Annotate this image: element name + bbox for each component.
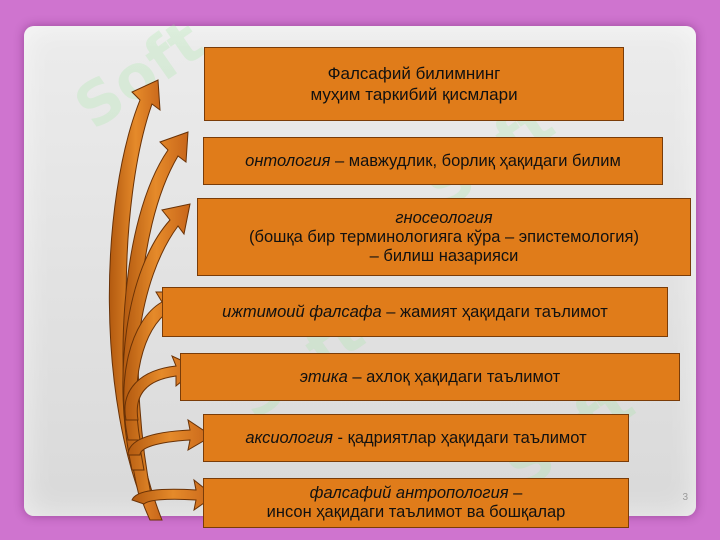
title-box: Фалсафий билимнинг муҳим таркибий қисмла… <box>204 47 624 121</box>
item-term: гносеология <box>395 208 493 227</box>
item-social-philosophy: ижтимоий фалсафа – жамият ҳақидаги таъли… <box>162 287 668 337</box>
item-description: – жамият ҳақидаги таълимот <box>381 302 608 321</box>
item-term-suffix: – <box>508 484 523 502</box>
item-description-line-2: (бошқа бир терминологияга кўра – эпистем… <box>249 227 639 246</box>
item-axiology: аксиология - қадриятлар ҳақидаги таълимо… <box>203 414 629 462</box>
title-line-1: Фалсафий билимнинг <box>327 64 501 83</box>
item-term: ижтимоий фалсафа <box>222 302 382 321</box>
item-description-line-2: инсон ҳақидаги таълимот ва бошқалар <box>266 503 566 521</box>
item-term: этика <box>299 367 348 386</box>
item-term: фалсафий антропология <box>309 484 509 502</box>
item-term: онтология <box>245 151 331 170</box>
item-description-line-3: – билиш назарияси <box>369 246 519 265</box>
item-philosophical-anthropology: фалсафий антропология – инсон ҳақидаги т… <box>203 478 629 528</box>
item-ontology: онтология – мавжудлик, борлиқ ҳақидаги б… <box>203 137 663 185</box>
item-description: - қадриятлар ҳақидаги таълимот <box>332 428 587 447</box>
item-description: – ахлоқ ҳақидаги таълимот <box>347 367 561 386</box>
item-term: аксиология <box>245 428 333 447</box>
page-number: 3 <box>682 492 688 503</box>
item-ethics: этика – ахлоқ ҳақидаги таълимот <box>180 353 680 401</box>
item-gnoseology: гносеология (бошқа бир терминологияга кў… <box>197 198 691 276</box>
title-line-2: муҳим таркибий қисмлари <box>310 85 518 104</box>
item-description: – мавжудлик, борлиқ ҳақидаги билим <box>330 151 621 170</box>
